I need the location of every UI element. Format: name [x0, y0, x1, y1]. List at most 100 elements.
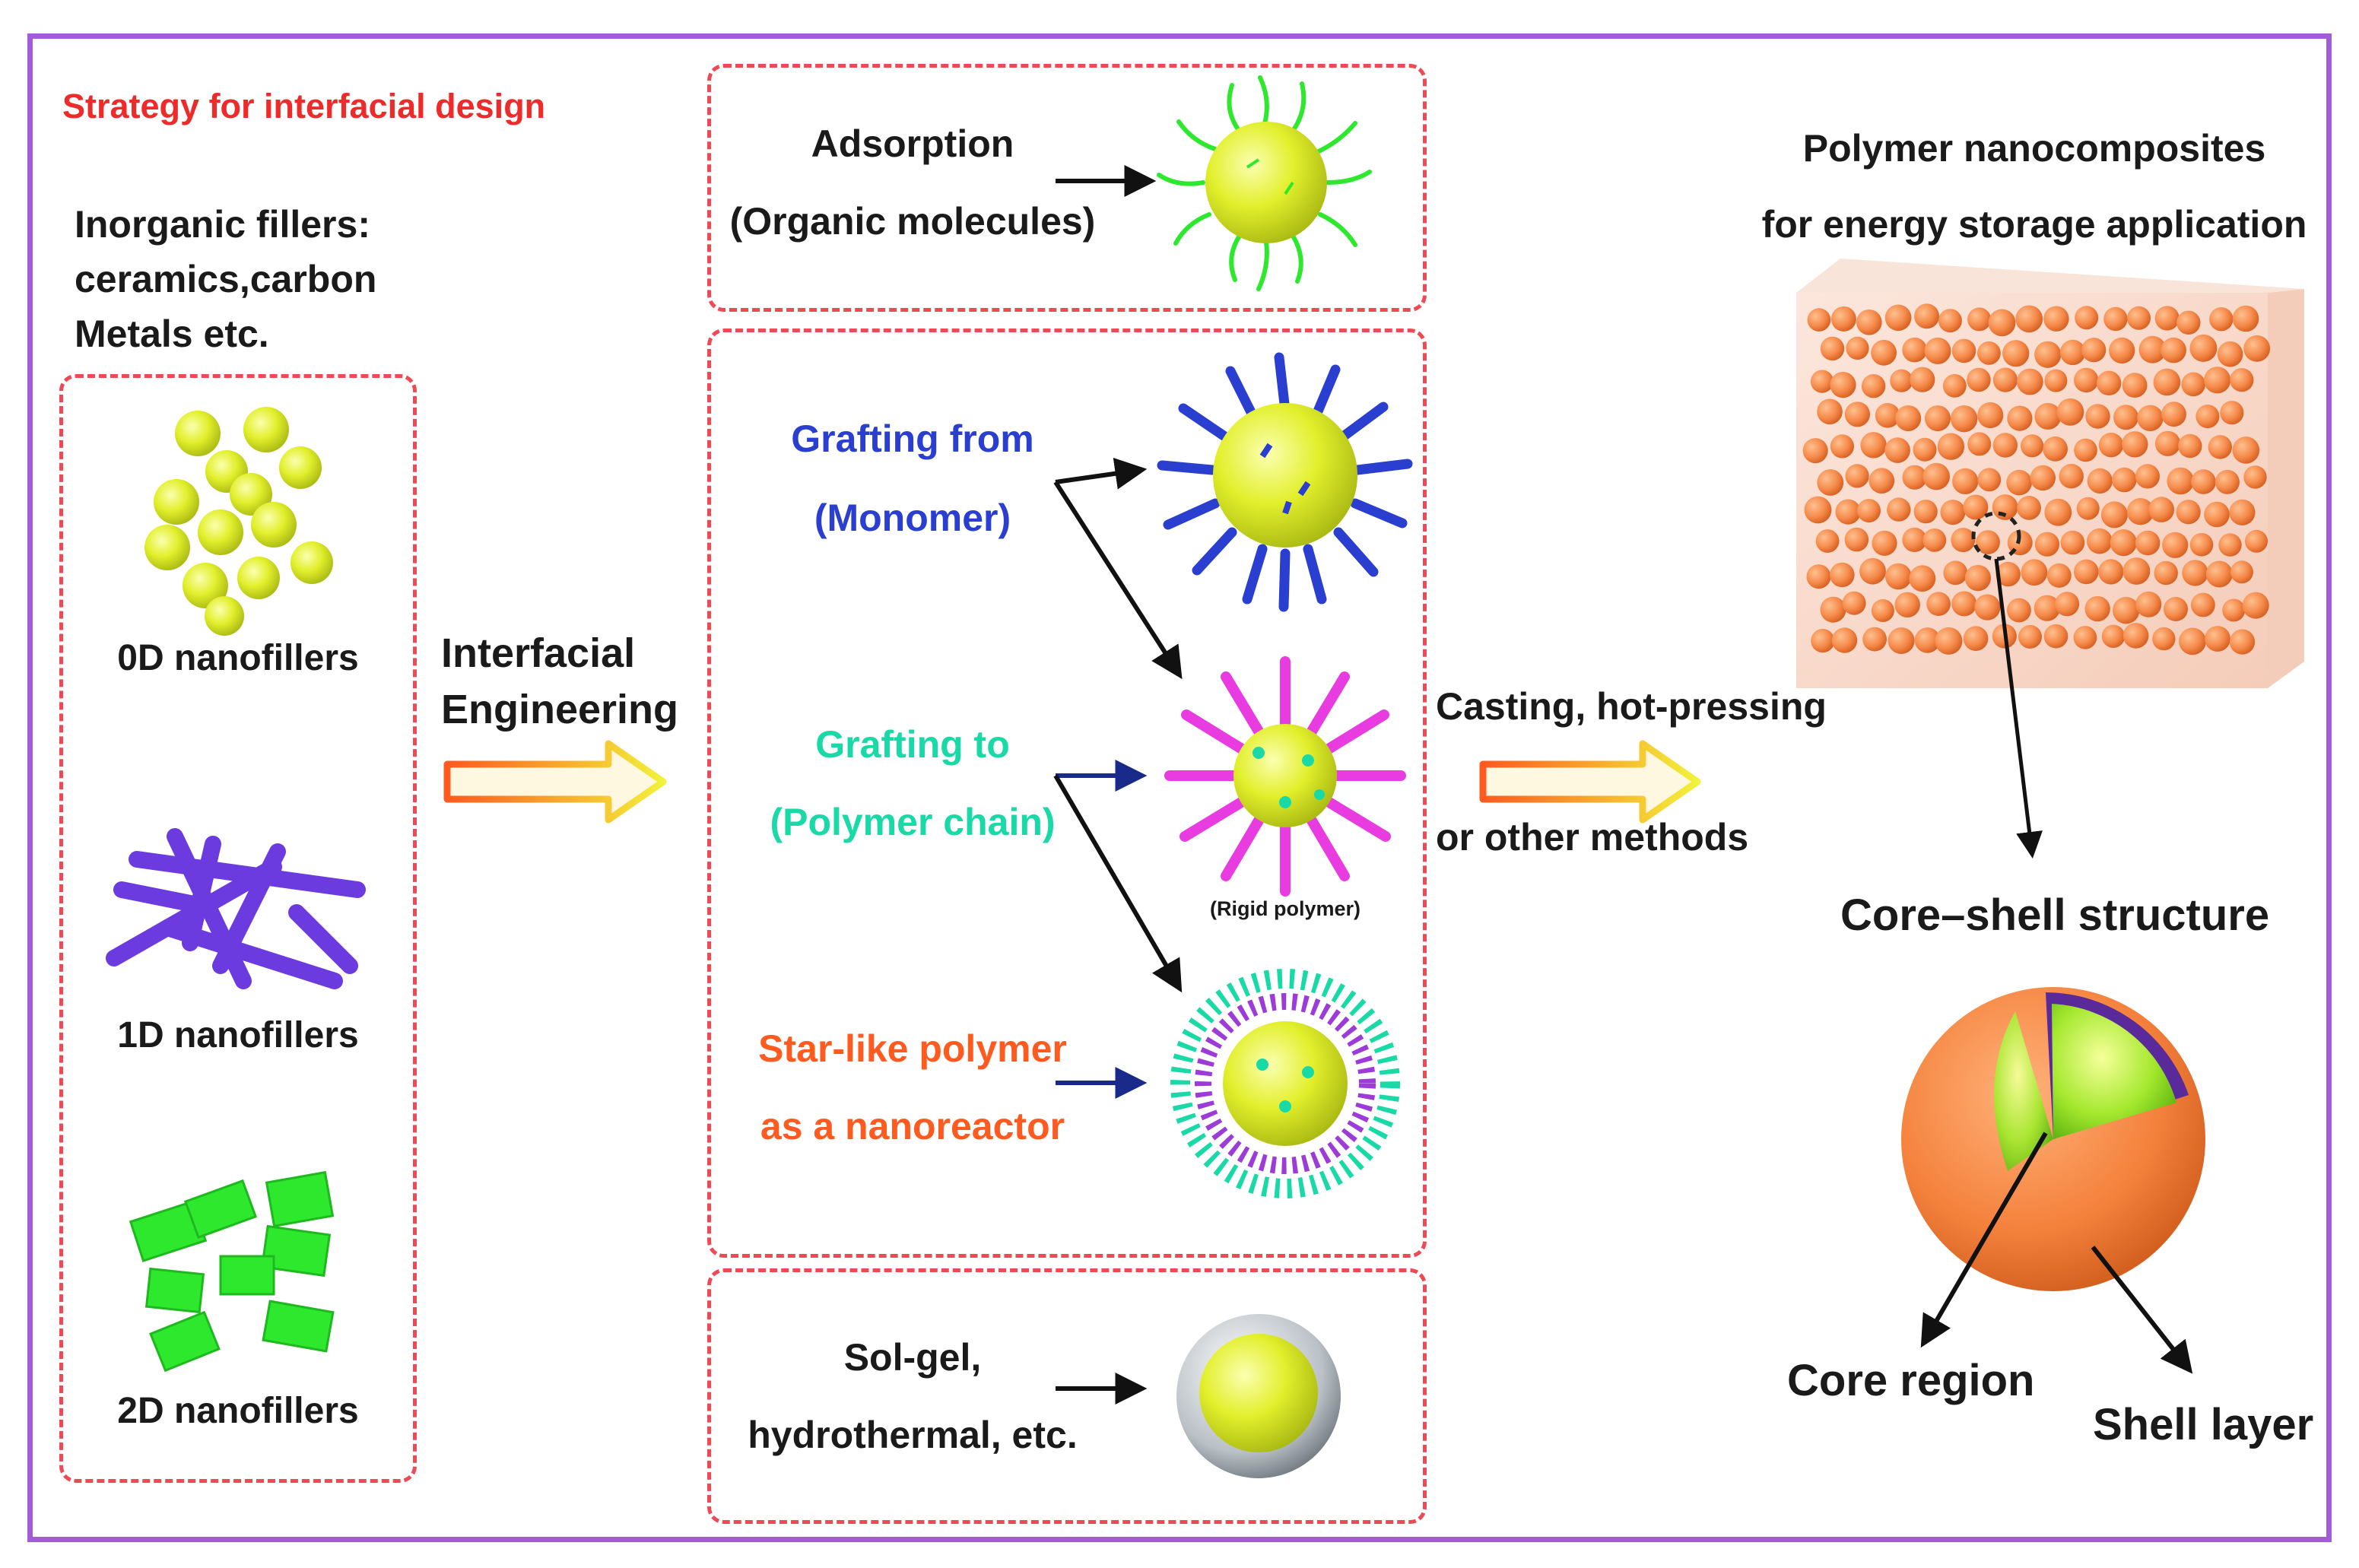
grafting-to-diagonal-arrow: [1053, 774, 1183, 993]
orange-particle: [2056, 398, 2084, 426]
orange-particle: [2153, 368, 2181, 396]
orange-particle: [1913, 437, 1937, 462]
orange-particle: [1992, 367, 2018, 392]
orange-particle: [2152, 627, 2176, 651]
orange-particle: [1857, 499, 1881, 523]
grafting-from-sub-label: (Monomer): [814, 497, 1011, 539]
orange-particle: [1804, 496, 1832, 524]
orange-particle: [2043, 624, 2068, 649]
orange-particle: [1967, 307, 1992, 332]
orange-particle: [1951, 338, 1976, 363]
orange-particle: [1976, 530, 2000, 554]
orange-particle: [2230, 560, 2253, 584]
orange-particle: [1860, 432, 1887, 459]
orange-particle: [2181, 372, 2205, 397]
orange-particle: [2002, 340, 2030, 367]
orange-particle: [1885, 563, 1912, 590]
orange-particle: [1977, 402, 2004, 429]
grafting-from-label: Grafting from: [791, 417, 1034, 460]
orange-particle: [2103, 306, 2128, 332]
core-shell-sphere-icon: [1901, 987, 2205, 1291]
orange-particle: [1856, 309, 1882, 335]
rigid-polymer-label: (Rigid polymer): [1209, 897, 1360, 920]
star-polymer-particle-icon: [1170, 969, 1400, 1198]
orange-particle: [1859, 557, 1886, 585]
orange-particle: [2179, 627, 2206, 655]
orange-particle: [1924, 337, 1951, 364]
orange-particle: [1868, 468, 1895, 494]
orange-particle: [1861, 374, 1886, 398]
adsorption-box: [707, 64, 1427, 312]
orange-particle: [2243, 465, 2267, 489]
orange-particle: [2208, 435, 2232, 459]
star-sub-label: as a nanoreactor: [760, 1105, 1065, 1147]
orange-particle: [1910, 367, 1935, 392]
orange-particle: [2164, 597, 2188, 621]
orange-particle: [2016, 368, 2043, 395]
orange-particle: [1817, 469, 1844, 496]
orange-particle: [1844, 527, 1869, 552]
orange-particle: [1845, 464, 1869, 488]
orange-particle: [2113, 597, 2140, 624]
orange-particle: [2109, 337, 2135, 363]
fillers-heading-3: Metals etc.: [75, 313, 269, 355]
orange-particle: [2232, 305, 2259, 332]
orange-particle: [1951, 591, 1977, 617]
one-d-rods-icon: [106, 828, 366, 989]
orange-particle: [2110, 529, 2137, 557]
casting-sub-label: or other methods: [1436, 816, 1749, 859]
orange-particle: [1830, 306, 1856, 332]
adsorption-particle-icon: [1157, 75, 1372, 291]
orange-particle: [2209, 307, 2234, 332]
orange-particle: [2084, 595, 2110, 622]
orange-particle: [1935, 627, 1963, 655]
orange-particle: [2135, 530, 2161, 556]
orange-particle: [2205, 560, 2233, 588]
star-label: Star-like polymer: [758, 1027, 1067, 1070]
orange-particle: [2043, 306, 2069, 332]
orange-particle: [2044, 498, 2072, 526]
orange-particle: [2243, 335, 2271, 362]
grafting-from-particle-icon: [1157, 352, 1413, 612]
grafting-to-label: Grafting to: [815, 723, 1010, 766]
orange-particle: [1902, 527, 1927, 553]
orange-particle: [2043, 436, 2068, 462]
orange-particle: [1871, 599, 1894, 622]
orange-particle: [1810, 370, 1834, 393]
orange-particle: [1807, 308, 1831, 332]
orange-particle: [1977, 468, 2002, 492]
orange-particle: [2154, 430, 2181, 456]
orange-particle: [1895, 405, 1922, 431]
orange-particle: [2161, 337, 2186, 363]
orange-particle: [2055, 592, 2080, 617]
orange-particle: [2034, 532, 2059, 557]
interfacial-arrow-icon: [443, 740, 667, 824]
orange-particle: [1902, 465, 1927, 490]
orange-particle: [2135, 464, 2160, 489]
orange-particle: [2204, 367, 2231, 394]
orange-particle: [2113, 405, 2138, 430]
orange-particle: [2195, 405, 2220, 429]
orange-particle: [2100, 501, 2128, 528]
orange-particle: [1977, 341, 2001, 365]
orange-particle: [1820, 596, 1846, 623]
orange-particle: [2018, 624, 2042, 649]
orange-particle: [1830, 434, 1854, 459]
orange-particle: [1811, 629, 1835, 653]
composites-label: Polymer nanocomposites: [1802, 127, 2266, 170]
solgel-box: [707, 1268, 1427, 1524]
orange-particle: [2242, 592, 2269, 619]
orange-particle: [1988, 309, 2016, 337]
orange-particle: [1875, 403, 1900, 428]
grafting-from-diagonal-arrow: [1053, 481, 1183, 680]
orange-particle: [2021, 559, 2048, 586]
figure-frame: [27, 33, 2332, 1542]
orange-particle: [1894, 592, 1920, 617]
orange-particle: [1943, 560, 1968, 586]
orange-particle: [2148, 497, 2174, 522]
orange-particle: [2176, 310, 2201, 335]
orange-particle: [1942, 374, 1967, 398]
orange-particle: [1862, 627, 1888, 652]
orange-particle: [1871, 339, 1897, 366]
grafting-from-arrow: [1055, 457, 1148, 490]
